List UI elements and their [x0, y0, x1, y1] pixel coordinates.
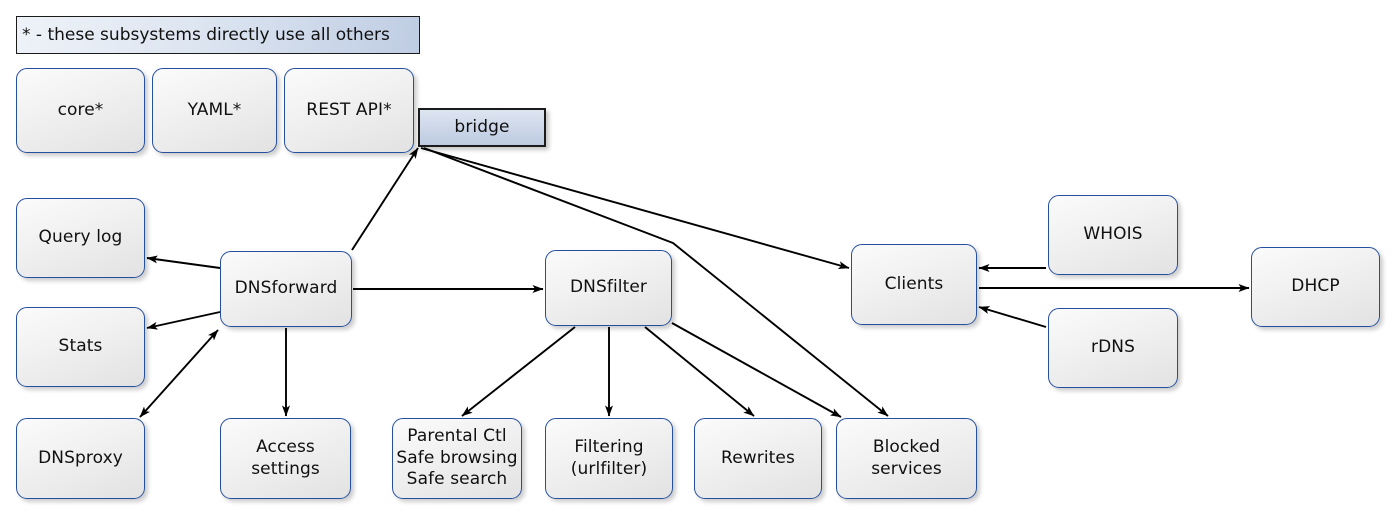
node-dnsproxy[interactable]: DNSproxy — [16, 418, 145, 499]
node-filtering[interactable]: Filtering (urlfilter) — [545, 418, 673, 499]
node-dhcp[interactable]: DHCP — [1251, 247, 1380, 327]
node-stats[interactable]: Stats — [16, 307, 145, 387]
node-blocked[interactable]: Blocked services — [836, 418, 977, 499]
node-dnsfilter[interactable]: DNSfilter — [545, 250, 672, 326]
edge-dnsfilter-rewrites — [644, 326, 755, 417]
node-parental[interactable]: Parental Ctl Safe browsing Safe search — [392, 418, 522, 499]
node-rdns[interactable]: rDNS — [1048, 308, 1178, 388]
legend-note: * - these subsystems directly use all ot… — [16, 16, 420, 54]
node-whois[interactable]: WHOIS — [1048, 195, 1178, 275]
node-clients[interactable]: Clients — [851, 244, 977, 325]
edge-dnsforward-bridge — [351, 147, 419, 251]
node-rewrites[interactable]: Rewrites — [694, 418, 822, 499]
node-core[interactable]: core* — [16, 68, 145, 153]
node-restapi[interactable]: REST API* — [284, 68, 414, 153]
edge-dnsforward-stats — [146, 311, 221, 330]
node-bridge[interactable]: bridge — [418, 108, 546, 147]
node-yaml[interactable]: YAML* — [152, 68, 277, 153]
edge-rdns-clients — [978, 306, 1047, 328]
edge-dnsforward-dnsproxy — [139, 329, 219, 418]
edge-dnsfilter-parental — [461, 326, 576, 417]
edge-dnsforward-querylog — [146, 255, 221, 269]
node-dnsforward[interactable]: DNSforward — [220, 251, 352, 327]
node-access[interactable]: Access settings — [220, 418, 351, 499]
edge-dnsfilter-blocked — [671, 322, 842, 418]
node-querylog[interactable]: Query log — [16, 198, 145, 278]
